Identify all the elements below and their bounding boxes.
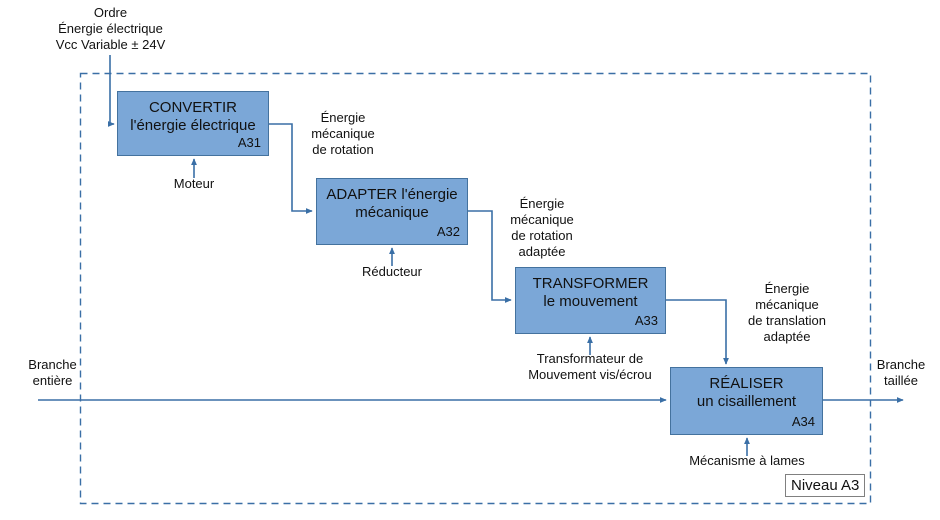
activity-code-a32: A32 (436, 224, 460, 239)
label-mechanism-a34: Mécanisme à lames (689, 453, 805, 468)
wire-control-to-a31 (107, 55, 115, 127)
label-control-input: Ordre Énergie électrique Vcc Variable ± … (55, 5, 166, 52)
activity-title-a34: RÉALISER un cisaillement (696, 375, 797, 410)
activity-code-a31: A31 (237, 135, 261, 150)
level-tag: Niveau A3 (785, 474, 866, 497)
label-out-a31: Énergie mécanique de rotation (311, 110, 375, 157)
activity-box-a34[interactable]: RÉALISER un cisaillement A34 (670, 367, 823, 435)
label-main-output: Branche taillée (876, 357, 926, 388)
activity-title-a32: ADAPTER l'énergie mécanique (326, 186, 458, 221)
activity-box-a32[interactable]: ADAPTER l'énergie mécanique A32 (316, 178, 468, 245)
label-mechanism-a33: Transformateur de Mouvement vis/écrou (528, 351, 652, 382)
activity-title-a33: TRANSFORMER le mouvement (532, 275, 649, 310)
activity-box-a33[interactable]: TRANSFORMER le mouvement A33 (515, 267, 666, 334)
label-mechanism-a32: Réducteur (362, 264, 422, 279)
label-mechanism-a31: Moteur (173, 176, 215, 191)
wire-a33-to-a34 (665, 299, 729, 365)
activity-box-a31[interactable]: CONVERTIR l'énergie électrique A31 (117, 91, 269, 156)
activity-title-a31: CONVERTIR l'énergie électrique (130, 99, 256, 134)
label-out-a33: Énergie mécanique de translation adaptée (747, 281, 827, 344)
label-main-input: Branche entière (28, 357, 77, 388)
label-out-a32: Énergie mécanique de rotation adaptée (510, 196, 574, 259)
activity-code-a34: A34 (791, 414, 815, 429)
activity-code-a33: A33 (634, 313, 658, 328)
